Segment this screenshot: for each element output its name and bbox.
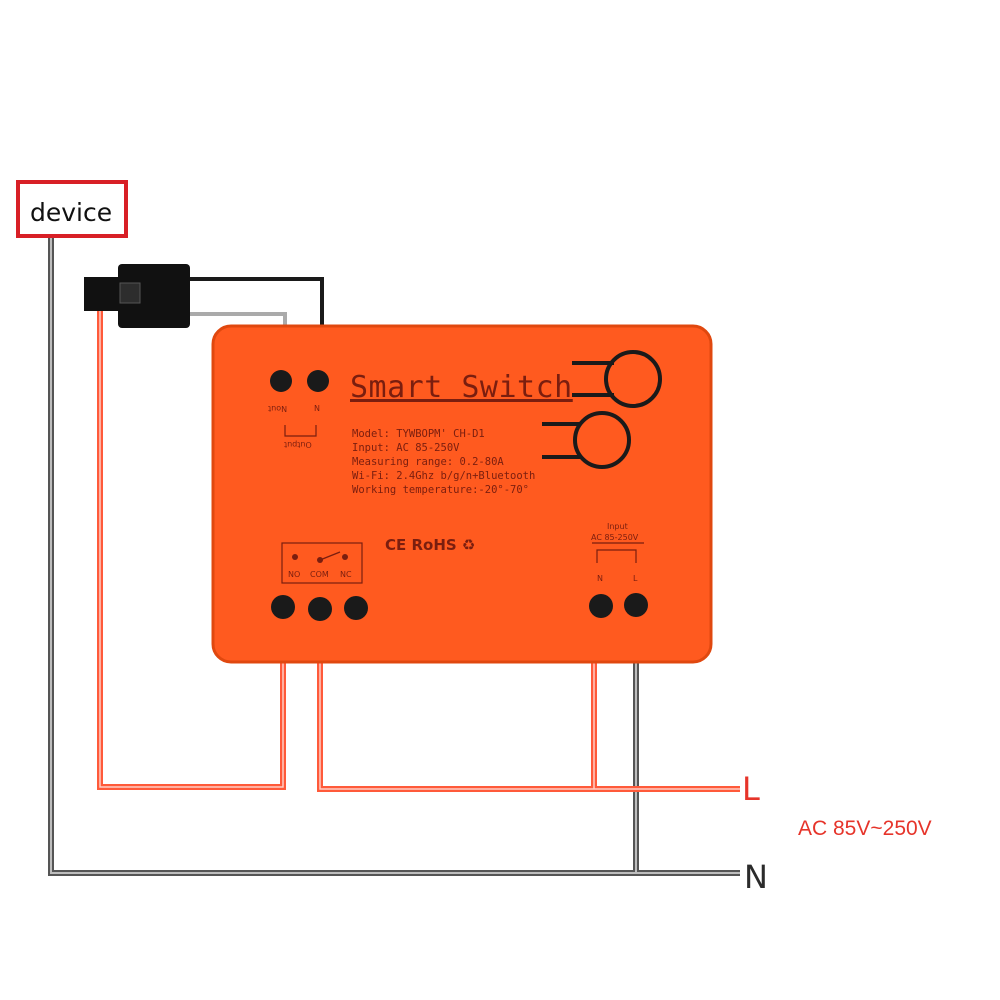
live-wire-com-to-l-highlight [319,660,740,790]
relay-label-nc: NC [340,570,352,579]
terminal-nout [270,370,292,392]
spec-wifi: Wi-Fi: 2.4Ghz b/g/n+Bluetooth [352,470,536,482]
terminal-n-top-label: N [314,404,320,413]
button-circle-upper [604,350,662,408]
terminal-nout-label: Nout [268,404,288,413]
buttons-symbol [542,350,662,469]
module-title: Smart Switch [350,370,573,405]
terminal-com [308,597,332,621]
button-symbol-lower [542,422,580,459]
top-terminals [270,370,329,437]
button-symbol-upper [572,361,614,397]
terminal-input-l [624,593,648,617]
voltage-label: AC 85V~250V [798,817,932,840]
live-wire-highlights [99,300,740,790]
clamp-slot [119,282,141,304]
neutral-wire-device-highlight [50,238,740,874]
device-box [16,180,128,238]
input-title: Input [607,522,628,531]
live-wire-com-to-l [317,660,740,792]
spec-temperature: Working temperature:-20°-70° [352,484,530,496]
relay-frame [281,542,363,584]
terminal-input-n [589,594,613,618]
input-bracket [596,549,637,563]
relay-dot-nc [342,554,348,560]
relay-label-com: COM [310,570,329,579]
relay-label-no: NO [288,570,301,579]
terminal-nc [344,596,368,620]
button-circle-lower [573,411,631,469]
spec-measuring-range: Measuring range: 0.2-80A [352,456,504,468]
neutral-wire-highlights [50,238,740,874]
device-label: device [30,198,113,227]
module-shading [211,324,713,664]
clamp-body [84,277,120,311]
relay-block [271,542,368,621]
terminal-n-top [307,370,329,392]
live-wire-device-to-relay-highlight [99,300,284,788]
input-range: AC 85-250V [591,533,639,542]
clamp-head [118,264,190,328]
current-clamp [84,264,190,328]
relay-contact-arm [319,551,341,561]
output-bracket [284,425,317,437]
live-line-label: L [742,770,760,808]
neutral-line-label: N [744,858,768,896]
spec-model: Model: TYWBOPM' CH-D1 [352,428,485,440]
input-label-n: N [597,574,603,583]
spec-input: Input: AC 85-250V [352,442,460,454]
terminal-no [271,595,295,619]
input-label-l: L [633,574,638,583]
output-caption: Output [284,440,312,449]
input-block [589,542,648,618]
relay-dot-no [292,554,298,560]
certification-marks: CE RoHS ♻ [385,536,476,554]
module-body [213,326,711,662]
sensor-wire-black [190,277,324,330]
